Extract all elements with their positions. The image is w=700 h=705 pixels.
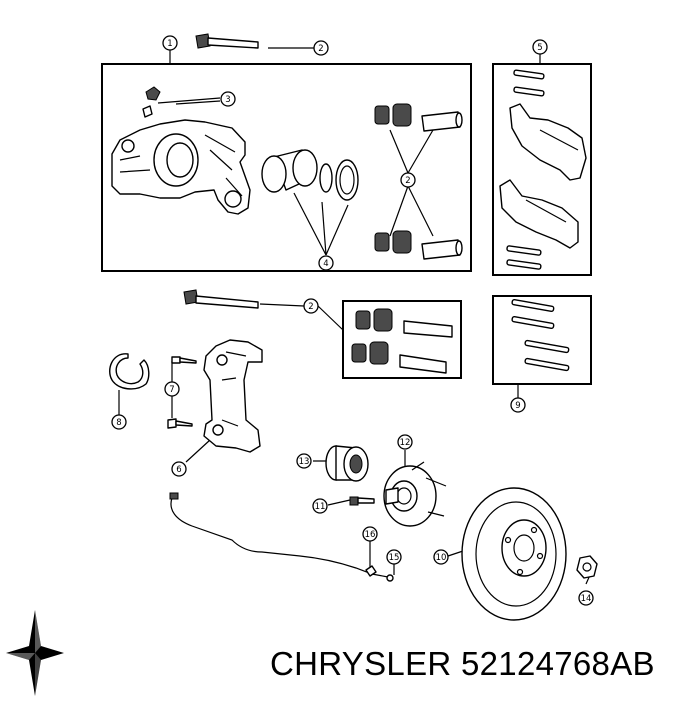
callout-number: 4 <box>323 259 328 269</box>
hub-nut <box>576 555 598 579</box>
abutment-clips <box>511 299 570 372</box>
callout-number: 2 <box>405 176 410 186</box>
chrysler-pentastar-logo-icon <box>6 610 64 696</box>
callout-circle <box>532 39 548 55</box>
brake-pad-kit-box <box>492 63 592 276</box>
brake-pads <box>499 69 587 270</box>
callout-number: 16 <box>365 530 376 540</box>
callout-number: 5 <box>537 43 542 53</box>
slide-pin-kit-box <box>342 300 462 379</box>
callout-number: 11 <box>315 502 326 512</box>
callout-circle <box>164 381 180 397</box>
callout-circle <box>397 434 413 450</box>
callout-number: 15 <box>389 553 400 563</box>
hardware-clip-kit-box <box>492 295 592 385</box>
callout-c4: 4 <box>318 255 334 271</box>
callout-c16: 16 <box>362 526 378 542</box>
guide-pin-boots-upper <box>374 103 463 260</box>
bleeder-screw <box>142 86 161 118</box>
callout-number: 3 <box>225 95 230 105</box>
callout-circle <box>162 35 178 51</box>
callout-c11: 11 <box>312 498 328 514</box>
callout-c6: 6 <box>171 461 187 477</box>
callout-number: 7 <box>169 385 174 395</box>
callout-number: 2 <box>308 302 313 312</box>
brand-part-number-label: CHRYSLER 52124768AB <box>270 645 655 682</box>
wheel-speed-sensor-harness <box>169 492 394 582</box>
caliper-housing <box>111 119 251 215</box>
callout-number: 10 <box>436 553 447 563</box>
caliper-bolt-top <box>195 33 259 49</box>
callout-number: 13 <box>299 457 310 467</box>
leader-lines <box>118 47 591 585</box>
wheel-stud <box>349 496 375 506</box>
callout-number: 6 <box>176 465 181 475</box>
callout-c1: 1 <box>162 35 178 51</box>
callout-circle <box>362 526 378 542</box>
callout-circle <box>312 498 328 514</box>
callout-number: 9 <box>515 401 520 411</box>
callout-circle <box>318 255 334 271</box>
caliper-piston-and-seals <box>261 149 359 201</box>
caliper-assembly-box <box>101 63 472 272</box>
callout-number: 2 <box>318 44 323 54</box>
callout-number: 14 <box>581 594 592 604</box>
wheel-hub <box>383 461 447 527</box>
callout-circle <box>400 172 416 188</box>
callout-circle <box>111 414 127 430</box>
callout-c2c: 2 <box>303 298 319 314</box>
retaining-ring <box>109 353 150 390</box>
callout-circle <box>296 453 312 469</box>
callout-c12: 12 <box>397 434 413 450</box>
callout-c9: 9 <box>510 397 526 413</box>
callout-c2b: 2 <box>400 172 416 188</box>
callout-number: 1 <box>167 39 172 49</box>
anchor-bolts <box>167 356 197 429</box>
callout-circle <box>313 40 329 56</box>
brake-rotor <box>461 487 567 621</box>
callout-c10: 10 <box>433 549 449 565</box>
callout-circle <box>510 397 526 413</box>
callout-c2a: 2 <box>313 40 329 56</box>
callout-circle <box>171 461 187 477</box>
callout-c3: 3 <box>220 91 236 107</box>
callout-circle <box>578 590 594 606</box>
callout-number: 8 <box>116 418 121 428</box>
callout-circle <box>433 549 449 565</box>
caliper-bolt-middle <box>183 289 259 309</box>
callout-c13: 13 <box>296 453 312 469</box>
callout-c15: 15 <box>386 549 402 565</box>
wheel-bearing <box>325 445 369 482</box>
callout-number: 12 <box>400 438 411 448</box>
slide-pin-kit <box>351 308 453 374</box>
callout-c5: 5 <box>532 39 548 55</box>
callout-c14: 14 <box>578 590 594 606</box>
callout-circle <box>220 91 236 107</box>
callout-circle <box>303 298 319 314</box>
callout-circle <box>386 549 402 565</box>
callout-c8: 8 <box>111 414 127 430</box>
callout-c7: 7 <box>164 381 180 397</box>
caliper-bracket <box>203 339 263 453</box>
